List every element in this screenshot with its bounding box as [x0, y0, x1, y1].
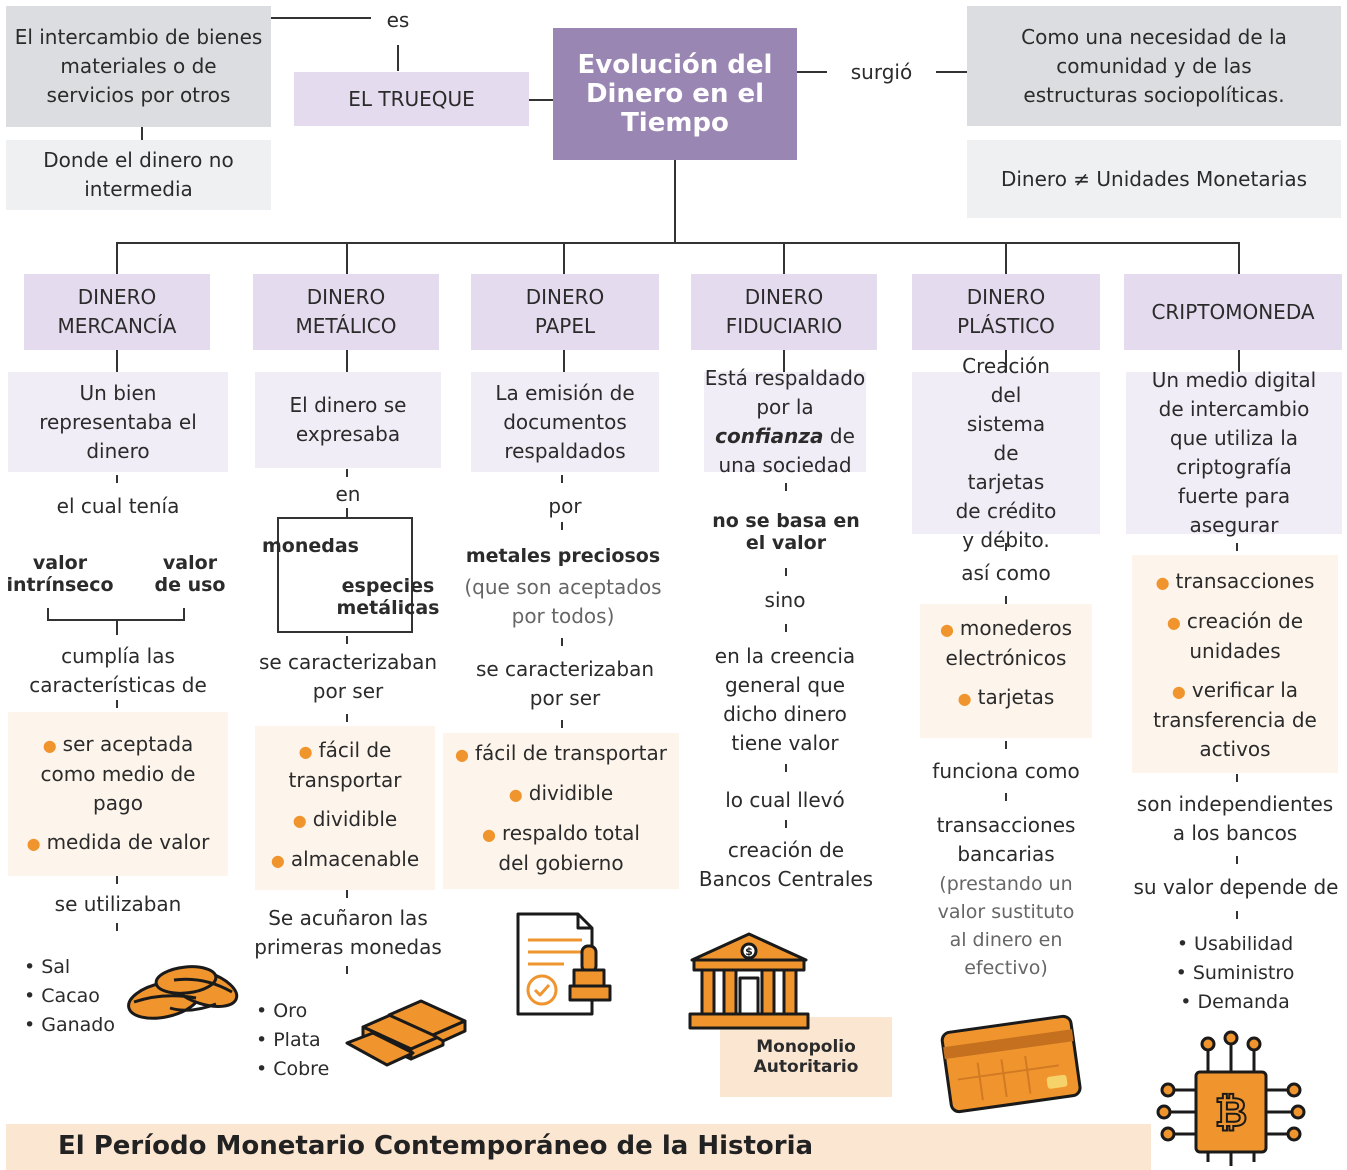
header-plastico: DINERO PLÁSTICO: [912, 274, 1100, 350]
papel-feature: respaldo total del gobierno: [443, 819, 679, 878]
metalico-feature: almacenable: [255, 845, 435, 875]
cacao-icon: [127, 965, 239, 1020]
mercancia-feature: ser aceptada como medio de pago: [8, 730, 228, 818]
document-stamp-icon: [516, 912, 612, 1016]
header-papel: DINERO PAPEL: [471, 274, 659, 350]
monopoly-box: Monopolio Autoritario: [720, 1017, 892, 1097]
plastico-feature: monederos electrónicos: [920, 614, 1092, 673]
factor-item: Usabilidad: [1132, 930, 1338, 959]
example-item: Plata: [256, 1026, 329, 1055]
trueque-box: EL TRUEQUE: [294, 72, 529, 126]
plastico-feature: tarjetas: [920, 683, 1092, 713]
fiduciario-not-based: no se basa en el valor: [712, 510, 860, 554]
mercancia-examples: Sal Cacao Ganado: [24, 953, 115, 1040]
fiduciario-belief: en la creencia general que dicho dinero …: [714, 644, 856, 755]
cripto-feature: transacciones: [1132, 567, 1338, 597]
metalico-examples: Oro Plata Cobre: [256, 997, 329, 1084]
papel-backing: metales preciosos: [465, 545, 661, 567]
example-item: Cobre: [256, 1055, 329, 1084]
bottom-banner: El Período Monetario Contemporáneo de la…: [6, 1124, 1151, 1170]
plastico-function-note: (prestando un valor sustituto al dinero …: [937, 873, 1075, 979]
mercancia-value-a: valor intrínseco: [6, 552, 114, 596]
header-mercancia: DINERO MERCANCÍA: [24, 274, 210, 350]
fiduciario-sino: sino: [764, 588, 806, 612]
cripto-factors: Usabilidad Suministro Demanda: [1132, 930, 1338, 1017]
metalico-features: fácil de transportar dividible almacenab…: [255, 726, 435, 890]
connector-es: es: [386, 8, 410, 32]
page-title: Evolución del Dinero en el Tiempo: [553, 28, 797, 160]
cripto-link1: son independientes a los bancos: [1136, 792, 1334, 845]
mercancia-link1: el cual tenía: [56, 494, 180, 518]
papel-features: fácil de transportar dividible respaldo …: [443, 733, 679, 889]
barter-definition: El intercambio de bienes materiales o de…: [6, 6, 271, 127]
bitcoin-chip-icon: ₿: [1156, 1030, 1306, 1166]
mercancia-desc: Un bien representaba el dinero: [8, 372, 228, 472]
header-metalico: DINERO METÁLICO: [253, 274, 439, 350]
metalico-link1: en: [335, 482, 361, 506]
svg-text:$: $: [745, 945, 753, 958]
metalico-link3: Se acuñaron las primeras monedas: [254, 906, 442, 959]
metalico-feature: dividible: [255, 805, 435, 835]
cripto-link2: su valor depende de: [1133, 875, 1339, 899]
mercancia-features: ser aceptada como medio de pago medida d…: [8, 712, 228, 876]
cripto-features: transacciones creación de unidades verif…: [1132, 555, 1338, 773]
cripto-feature: verificar la transferencia de activos: [1132, 676, 1338, 764]
mercancia-feature: medida de valor: [8, 828, 228, 858]
cripto-feature: creación de unidades: [1132, 607, 1338, 666]
plastico-features: monederos electrónicos tarjetas: [920, 604, 1092, 738]
metalico-form-b: especies metálicas: [336, 575, 440, 619]
mercancia-value-b: valor de uso: [154, 552, 226, 596]
factor-item: Suministro: [1132, 959, 1338, 988]
plastico-link2: funciona como: [932, 759, 1080, 783]
cripto-desc: Un medio digital de intercambio que util…: [1126, 368, 1342, 537]
plastico-function: transacciones bancarias: [936, 813, 1076, 866]
example-item: Oro: [256, 997, 329, 1026]
metalico-feature: fácil de transportar: [255, 736, 435, 795]
connector-surgio: surgió: [850, 60, 913, 84]
header-cripto: CRIPTOMONEDA: [1124, 274, 1342, 350]
example-item: Cacao: [24, 982, 115, 1011]
factor-item: Demanda: [1132, 988, 1338, 1017]
metalico-form-a: monedas: [262, 535, 359, 557]
plastico-link1: así como: [961, 561, 1051, 585]
metalico-desc: El dinero se expresaba: [255, 372, 441, 468]
barter-note: Donde el dinero no intermedia: [6, 140, 271, 210]
gold-bars-icon: [345, 999, 467, 1067]
header-fiduciario: DINERO FIDUCIARIO: [691, 274, 877, 350]
papel-feature: fácil de transportar: [443, 739, 679, 769]
fiduciario-result: creación de Bancos Centrales: [698, 838, 874, 891]
papel-backing-note: (que son aceptados por todos): [464, 575, 662, 628]
example-item: Ganado: [24, 1011, 115, 1040]
papel-link1: por: [548, 494, 582, 518]
bank-icon: $: [688, 932, 810, 1030]
plastico-desc: Creación del sistema de tarjetas de créd…: [912, 354, 1100, 552]
credit-card-icon: [940, 1014, 1082, 1114]
papel-desc: La emisión de documentos respaldados: [471, 372, 659, 472]
svg-text:₿: ₿: [1215, 1090, 1248, 1136]
origin-reason: Como una necesidad de la comunidad y de …: [967, 6, 1341, 126]
metalico-link2: se caracterizaban por ser: [258, 650, 438, 703]
papel-link2: se caracterizaban por ser: [475, 657, 655, 710]
mercancia-link2: cumplía las características de: [29, 644, 207, 697]
fiduciario-desc: Está respaldado por la confianza de una …: [704, 366, 866, 477]
mercancia-link3: se utilizaban: [54, 892, 182, 916]
fiduciario-led: lo cual llevó: [725, 788, 845, 812]
papel-feature: dividible: [443, 779, 679, 809]
example-item: Sal: [24, 953, 115, 982]
confianza-emphasis: confianza: [715, 424, 824, 448]
money-note: Dinero ≠ Unidades Monetarias: [967, 140, 1341, 218]
